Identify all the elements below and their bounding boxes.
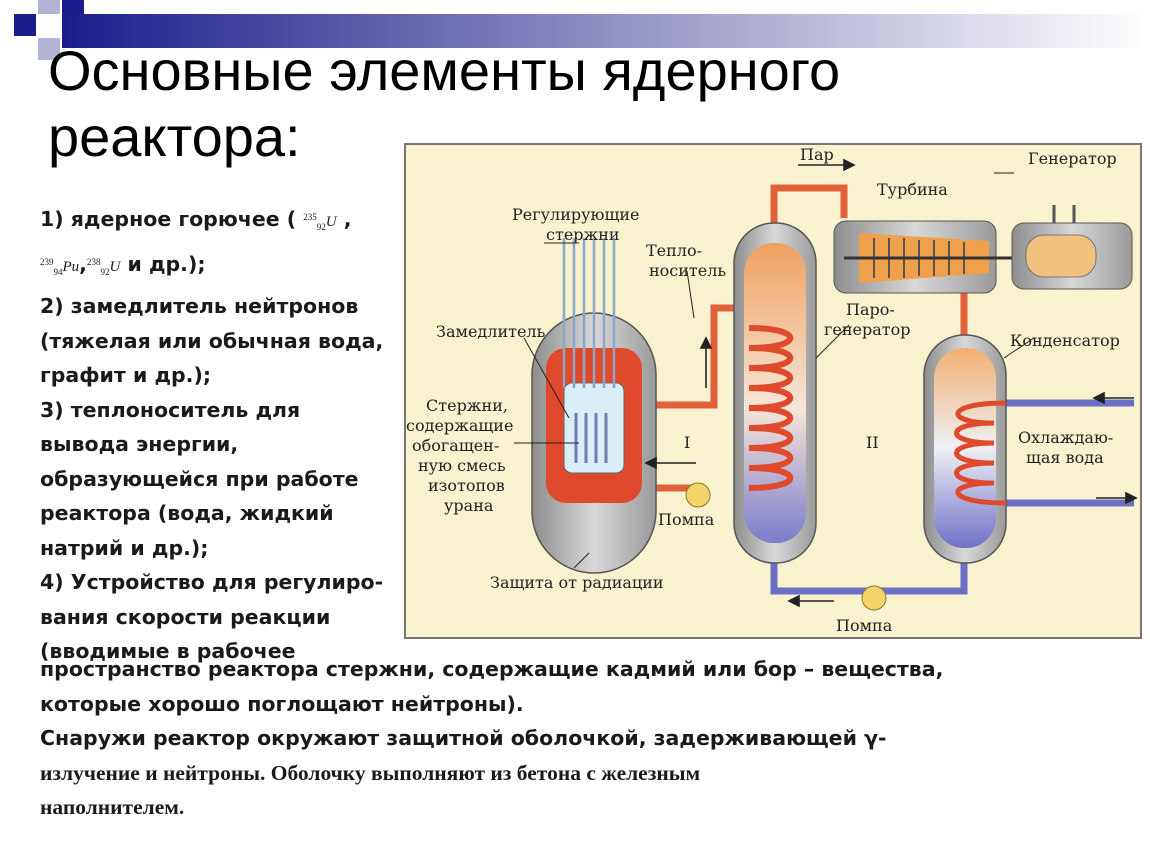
list-item-fuel-cont: 23994Pu,23892U и др.); (40, 245, 410, 290)
isotope-mass: 235 (303, 212, 317, 222)
label-circuit-2: II (866, 433, 879, 452)
isotope-symbol: U (109, 258, 121, 275)
isotope-u235: 23592U (303, 200, 336, 245)
list-line: 4) Устройство для регулиро- (40, 570, 384, 594)
label-cooling-water: щая вода (1026, 448, 1104, 467)
list-line: реактора (вода, жидкий (40, 501, 334, 525)
title-line: Основные элементы ядерного (48, 39, 841, 102)
label-generator: Генератор (1028, 149, 1117, 168)
label-control-rods: Регулирующие (512, 205, 639, 224)
header-decoration (14, 0, 1150, 60)
label-fuel-rods: содержащие (406, 416, 513, 435)
label-steam-generator: Паро- (846, 300, 895, 319)
isotope-number: 94 (53, 266, 63, 277)
slide-title: Основные элементы ядерного реактора: (48, 38, 1048, 170)
label-fuel-rods: Стержни, (426, 396, 508, 415)
list-line: графит и др.); (40, 363, 212, 387)
elements-list: 1) ядерное горючее ( 23592U , 23994Pu,23… (40, 200, 410, 669)
paragraph-line: Снаружи реактор окружают защитной оболоч… (40, 726, 887, 750)
list-line: (тяжелая или обычная вода, (40, 328, 384, 353)
paragraph-line: излучение и нейтроны. Оболочку выполняют… (40, 760, 701, 785)
label-fuel-rods: обогащен- (412, 436, 499, 455)
list-line: 2) замедлитель нейтронов (40, 294, 359, 318)
list-line: вания скорости реакции (40, 604, 331, 629)
list-text: 1) ядерное горючее ( (40, 207, 304, 231)
flow-arrows (644, 158, 1138, 608)
isotope-mass: 238 (86, 256, 101, 267)
label-pump-secondary: Помпа (836, 616, 893, 635)
label-circuit-1: I (684, 433, 690, 452)
pump-secondary (861, 585, 887, 611)
label-moderator: Замедлитель (436, 322, 546, 341)
label-pump-primary: Помпа (658, 510, 715, 529)
list-line: 3) теплоноситель для (40, 397, 301, 422)
label-steam-generator: генератор (824, 320, 911, 339)
paragraph-line: пространство реактора стержни, содержащи… (40, 657, 944, 681)
turbine (833, 220, 1014, 294)
list-line: вывода энергии, (40, 432, 239, 456)
reactor-diagram: Пар Генератор Турбина Регулирующие стерж… (404, 143, 1142, 639)
list-text: , (79, 251, 87, 276)
isotope-u238: 23892U (87, 245, 120, 290)
label-turbine: Турбина (877, 180, 948, 199)
isotope-number: 92 (316, 222, 326, 232)
isotope-pu239: 23994Pu (40, 245, 79, 290)
list-item-fuel: 1) ядерное горючее ( 23592U , (40, 200, 410, 245)
paragraph-line: наполнителем. (40, 795, 185, 819)
label-coolant: носитель (649, 261, 726, 280)
label-fuel-rods: ную смесь (418, 456, 506, 475)
condenser (923, 334, 1007, 564)
steam-generator (733, 222, 817, 564)
paragraph-line: которые хорошо поглощают нейтроны). (40, 691, 524, 716)
label-protection: Защита от радиации (490, 573, 664, 592)
isotope-mass: 239 (40, 256, 54, 267)
list-text: , (336, 207, 352, 231)
secondary-pipes (654, 288, 1134, 595)
title-line: реактора: (48, 105, 301, 168)
list-line: натрий и др.); (40, 535, 209, 560)
pump-primary (685, 482, 711, 508)
label-control-rods: стержни (546, 225, 620, 244)
list-text: и др.); (120, 251, 206, 276)
label-fuel-rods: урана (444, 496, 494, 515)
generator (1011, 205, 1133, 290)
label-fuel-rods: изотопов (428, 476, 505, 495)
description-paragraph: пространство реактора стержни, содержащи… (40, 652, 1040, 825)
isotope-symbol: U (325, 214, 337, 230)
label-coolant: Тепло- (646, 241, 702, 260)
list-line: (вводимые в рабочее (40, 639, 296, 663)
label-condenser: Конденсатор (1010, 331, 1120, 350)
label-steam: Пар (800, 145, 834, 164)
isotope-symbol: Pu (62, 258, 80, 275)
leader-lines (514, 172, 1035, 569)
list-line: образующейся при работе (40, 466, 359, 491)
isotope-number: 92 (100, 266, 110, 277)
reactor-vessel (531, 238, 657, 574)
label-cooling-water: Охлаждаю- (1018, 428, 1113, 447)
